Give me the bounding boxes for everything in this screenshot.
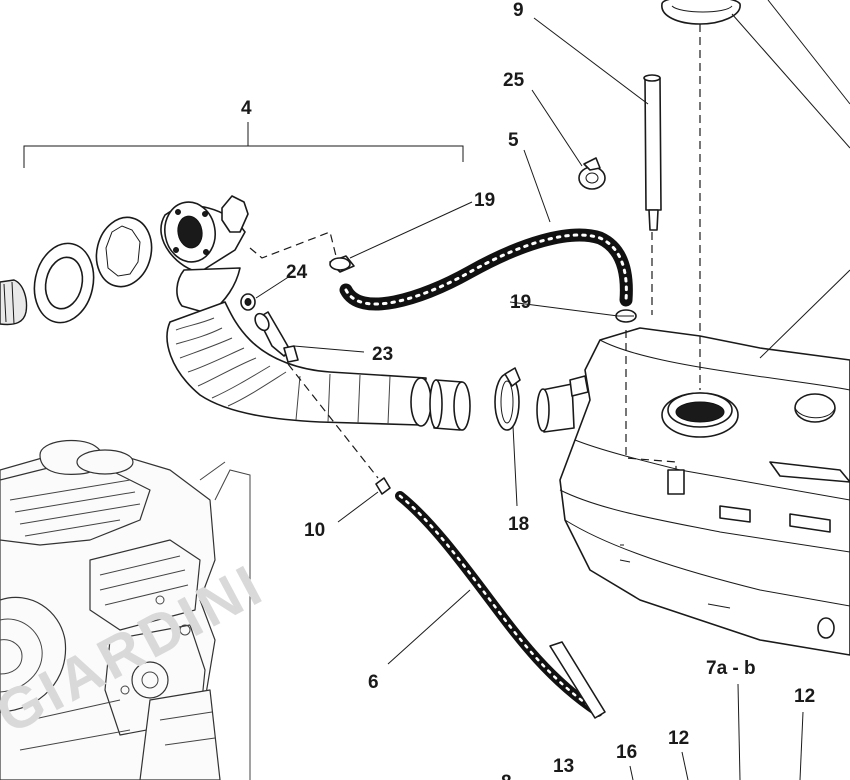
callout-8: 8 bbox=[501, 772, 512, 780]
callout-19-lower: 19 bbox=[510, 292, 531, 313]
clamp-25 bbox=[578, 157, 606, 190]
assembly-dashed-lines bbox=[249, 24, 701, 479]
vent-valve-23 bbox=[254, 311, 299, 363]
bracket-4 bbox=[23, 122, 464, 168]
callout-25: 25 bbox=[503, 70, 525, 91]
callout-12-right: 12 bbox=[794, 686, 815, 707]
filler-seal-ring bbox=[33, 242, 95, 324]
callout-19-upper: 19 bbox=[474, 190, 495, 211]
hose-clip-19-lower bbox=[615, 309, 637, 323]
hose-clip-19-upper bbox=[329, 255, 355, 273]
tank-sender-seal bbox=[661, 0, 741, 25]
rod-9 bbox=[643, 74, 662, 231]
fuel-tank bbox=[536, 327, 850, 656]
clip-10 bbox=[375, 477, 391, 495]
callout-18: 18 bbox=[508, 514, 529, 535]
pipe-coupling-sleeve bbox=[429, 379, 471, 431]
callout-9: 9 bbox=[513, 0, 524, 21]
vent-hose-5 bbox=[339, 228, 633, 311]
hose-clamp-18 bbox=[494, 367, 521, 431]
filler-neck-pipe bbox=[160, 195, 432, 427]
callout-4: 4 bbox=[241, 98, 252, 119]
callout-6: 6 bbox=[368, 672, 379, 693]
callout-10: 10 bbox=[304, 520, 325, 541]
callout-12-left: 12 bbox=[668, 728, 689, 749]
callout-16: 16 bbox=[616, 742, 637, 763]
callout-13: 13 bbox=[553, 756, 574, 777]
callouts: 4 9 25 5 19 19 24 23 10 18 6 7a - b 12 1… bbox=[241, 0, 815, 780]
callout-24: 24 bbox=[286, 262, 308, 283]
engine-block bbox=[0, 439, 251, 780]
callout-23: 23 bbox=[372, 344, 393, 365]
callout-7a-b: 7a - b bbox=[706, 658, 756, 679]
callout-5: 5 bbox=[508, 130, 519, 151]
clip-24 bbox=[240, 293, 256, 311]
leader-lines bbox=[255, 0, 850, 780]
drain-hose-6 bbox=[395, 491, 606, 719]
filler-cap bbox=[0, 279, 28, 326]
filler-lock-ring bbox=[95, 216, 153, 288]
